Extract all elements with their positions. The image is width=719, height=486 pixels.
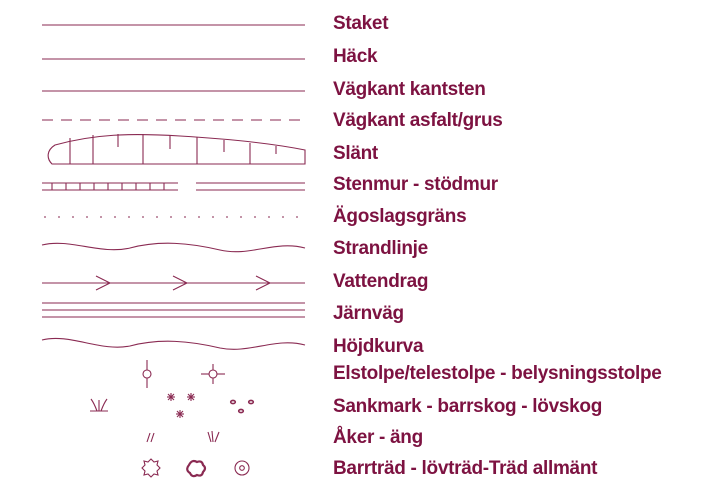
- label-staket: Staket: [333, 13, 389, 34]
- label-strandlinje: Strandlinje: [333, 238, 428, 259]
- label-vagkant-asfalt-grus: Vägkant asfalt/grus: [333, 110, 503, 131]
- marsh-icon: [90, 398, 108, 412]
- deciduous-tree-icon: [186, 459, 207, 478]
- label-barrtrad-lovtrad-trad: Barrträd - lövträd-Träd allmänt: [333, 458, 598, 479]
- label-stenmur-stodmur: Stenmur - stödmur: [333, 174, 498, 195]
- retaining-wall-symbol: [196, 182, 305, 191]
- slope-symbol: [47, 134, 306, 165]
- label-hack: Häck: [333, 46, 378, 67]
- shoreline-symbol: [41, 242, 306, 253]
- conifer-forest-icon: [167, 393, 195, 418]
- label-agoslagsgrans: Ägoslagsgräns: [333, 206, 467, 227]
- conifer-tree-icon: [141, 458, 161, 478]
- label-vattendrag: Vattendrag: [333, 271, 429, 292]
- label-aker-ang: Åker - äng: [333, 427, 423, 448]
- legend-symbols: [41, 24, 306, 478]
- railway-symbol: [42, 302, 305, 318]
- arable-field-icon: [146, 432, 155, 443]
- stone-wall-symbol: [42, 182, 178, 191]
- watercourse-symbol: [42, 275, 305, 291]
- label-vagkant-kantsten: Vägkant kantsten: [333, 79, 486, 100]
- label-elstolpe-belysningsstolpe: Elstolpe/telestolpe - belysningsstolpe: [333, 363, 662, 384]
- contour-line-symbol: [41, 337, 306, 350]
- utility-pole-icon: [142, 360, 152, 388]
- deciduous-forest-icon: [229, 399, 255, 414]
- tree-general-icon: [234, 460, 250, 476]
- label-sankmark-barrskog-lovskog: Sankmark - barrskog - lövskog: [333, 396, 603, 417]
- street-light-icon: [201, 364, 225, 384]
- label-hojdkurva: Höjdkurva: [333, 336, 424, 357]
- label-jarnvag: Järnväg: [333, 303, 404, 324]
- label-slant: Slänt: [333, 143, 378, 164]
- meadow-icon: [207, 430, 220, 443]
